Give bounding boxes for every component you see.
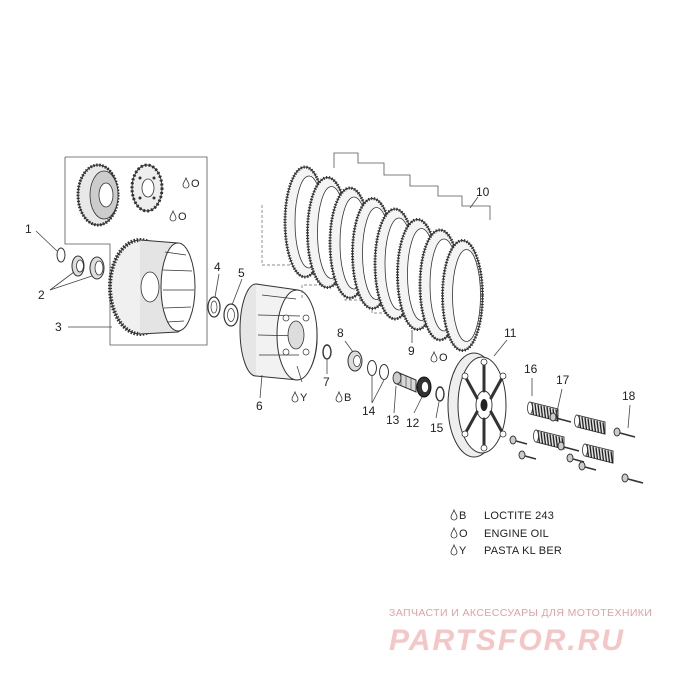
clutch-plate xyxy=(441,239,484,352)
sprocket-gear xyxy=(130,163,164,213)
legend-code: B xyxy=(459,510,466,522)
leader-lines xyxy=(35,196,631,429)
spring-bolt xyxy=(621,473,644,484)
clutch-spring xyxy=(582,443,614,464)
spring-bolt xyxy=(549,412,572,423)
part-11-pressure-plate xyxy=(447,352,507,458)
spring-bolt xyxy=(578,461,597,471)
clutch-spring xyxy=(533,429,565,450)
part-2-bushings xyxy=(71,255,105,280)
part-15-circlip xyxy=(435,386,445,402)
callout-15: 15 xyxy=(430,421,444,435)
callout-12: 12 xyxy=(406,416,420,430)
part-8-nut xyxy=(347,350,363,372)
legend-code: O xyxy=(459,528,468,540)
callout-9: 9 xyxy=(408,344,415,358)
callout-5: 5 xyxy=(238,266,245,280)
callout-labels: 1 2 3 4 5 6 7 8 9 10 11 12 13 14 15 16 1… xyxy=(25,185,636,435)
callout-7: 7 xyxy=(323,375,330,389)
svg-text:O: O xyxy=(439,352,448,364)
marker-oil-sprocket: O xyxy=(182,176,200,190)
part-7-o-ring xyxy=(322,344,332,360)
callout-1: 1 xyxy=(25,222,32,236)
watermark-subtitle: ЗАПЧАСТИ И АКСЕССУАРЫ ДЛЯ МОТОТЕХНИКИ xyxy=(389,607,652,619)
legend-text: LOCTITE 243 xyxy=(484,510,554,522)
callout-13: 13 xyxy=(386,413,400,427)
part-14-washers xyxy=(367,360,389,380)
part-6-clutch-hub xyxy=(239,283,318,381)
legend-code: Y xyxy=(459,545,467,557)
marker-loctite-nut: B xyxy=(335,390,351,404)
callout-11: 11 xyxy=(504,326,517,340)
svg-text:O: O xyxy=(191,178,200,190)
part-10-plate-stack xyxy=(261,152,491,352)
marker-oil-rod: O xyxy=(430,350,448,364)
part-4-washer xyxy=(207,296,221,318)
callout-17: 17 xyxy=(556,373,570,387)
callout-3: 3 xyxy=(55,320,62,334)
lubricant-markers: O O Y B O xyxy=(169,176,448,404)
spring-bolt xyxy=(518,450,537,460)
spring-bolt xyxy=(566,453,585,463)
legend-row-paste: Y PASTA KL BER xyxy=(450,543,562,557)
watermark: ЗАПЧАСТИ И АКСЕССУАРЫ ДЛЯ МОТОТЕХНИКИ PA… xyxy=(389,607,652,657)
legend: B LOCTITE 243 O ENGINE OIL Y PASTA KL BE… xyxy=(450,508,562,557)
part-17-18-bolts xyxy=(509,412,644,484)
callout-10: 10 xyxy=(476,185,490,199)
legend-row-loctite: B LOCTITE 243 xyxy=(450,508,554,522)
callout-6: 6 xyxy=(256,399,263,413)
legend-text: PASTA KL BER xyxy=(484,545,562,557)
legend-row-engine-oil: O ENGINE OIL xyxy=(450,526,549,540)
callout-16: 16 xyxy=(524,362,538,376)
svg-text:B: B xyxy=(344,392,351,404)
part-1-washer xyxy=(56,247,66,263)
callout-18: 18 xyxy=(622,389,636,403)
part-16-springs xyxy=(527,401,614,464)
svg-text:Y: Y xyxy=(300,392,308,404)
part-13-push-rod xyxy=(392,371,417,393)
part-5-washer xyxy=(223,303,239,327)
primary-gear xyxy=(76,163,120,227)
callout-4: 4 xyxy=(214,260,221,274)
spring-bolt xyxy=(557,441,580,452)
svg-text:O: O xyxy=(178,211,187,223)
legend-text: ENGINE OIL xyxy=(484,528,549,540)
part-12-bearing xyxy=(416,376,432,398)
spring-bolt xyxy=(509,435,528,445)
marker-paste-hub: Y xyxy=(291,390,308,404)
callout-14: 14 xyxy=(362,404,376,418)
clutch-spring xyxy=(574,414,606,435)
part-3-clutch-basket xyxy=(108,238,196,336)
marker-oil-basket: O xyxy=(169,209,187,223)
gear-group-box xyxy=(64,156,208,346)
callout-2: 2 xyxy=(38,288,45,302)
callout-8: 8 xyxy=(337,326,344,340)
watermark-brand: PARTSFOR.RU xyxy=(389,624,625,657)
spring-bolt xyxy=(613,427,636,438)
